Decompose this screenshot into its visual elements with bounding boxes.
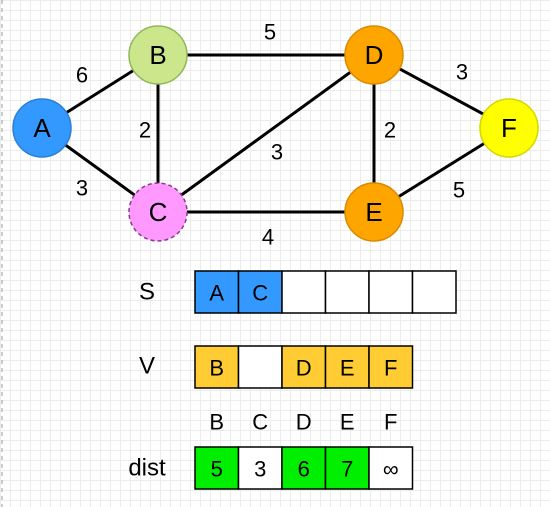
node-label: A bbox=[33, 113, 51, 143]
node-f: F bbox=[479, 98, 539, 158]
table-label-s: S bbox=[139, 279, 155, 306]
table-label-dist: dist bbox=[128, 455, 166, 482]
dist-header: F bbox=[384, 410, 397, 435]
node-label: C bbox=[149, 197, 168, 227]
table-cell-text: B bbox=[209, 356, 224, 381]
dist-header: B bbox=[209, 410, 224, 435]
edge-weight-c-e: 4 bbox=[262, 225, 274, 250]
table-cell bbox=[411, 270, 457, 314]
node-circle bbox=[128, 25, 188, 85]
table-cell bbox=[281, 270, 327, 314]
table-cell bbox=[194, 345, 240, 389]
table-cell-text: E bbox=[340, 356, 355, 381]
graph-nodes: A B C D E F bbox=[12, 25, 539, 242]
node-b: B bbox=[128, 25, 188, 85]
table-cell bbox=[368, 446, 414, 490]
node-e: E bbox=[344, 182, 404, 242]
table-cell-text: D bbox=[296, 356, 312, 381]
node-label: E bbox=[365, 197, 382, 227]
table-cell-text: ∞ bbox=[383, 457, 399, 482]
node-a: A bbox=[12, 98, 72, 158]
node-circle bbox=[344, 25, 404, 85]
graph-edge-labels: 6 3 2 5 3 4 2 3 5 bbox=[76, 20, 468, 250]
table-cell-text: F bbox=[384, 356, 397, 381]
edge-weight-a-b: 6 bbox=[76, 63, 88, 88]
table-cell bbox=[237, 270, 283, 314]
table-cell-text: 5 bbox=[211, 457, 223, 482]
edge-weight-b-d: 5 bbox=[264, 20, 276, 45]
table-cell-text: 7 bbox=[341, 457, 353, 482]
dist-header: E bbox=[340, 410, 355, 435]
edge-weight-c-d: 3 bbox=[271, 140, 283, 165]
node-circle bbox=[344, 182, 404, 242]
table-cell bbox=[281, 345, 327, 389]
edge-weight-d-e: 2 bbox=[384, 118, 396, 143]
table-cell bbox=[368, 270, 414, 314]
edge-weight-d-f: 3 bbox=[456, 60, 468, 85]
node-c: C bbox=[128, 182, 188, 242]
table-cell-text: A bbox=[209, 281, 224, 306]
table-cell-text: 6 bbox=[298, 457, 310, 482]
node-circle bbox=[479, 98, 539, 158]
node-label: F bbox=[501, 113, 517, 143]
edge-weight-a-c: 3 bbox=[76, 176, 88, 201]
table-cell bbox=[324, 270, 370, 314]
table-cell bbox=[324, 446, 370, 490]
dist-header: C bbox=[252, 410, 268, 435]
table-cell bbox=[237, 345, 283, 389]
table-cell bbox=[194, 270, 240, 314]
node-label: D bbox=[365, 40, 384, 70]
table-cell bbox=[281, 446, 327, 490]
table-label-v: V bbox=[139, 353, 155, 380]
table-cell bbox=[324, 345, 370, 389]
node-circle bbox=[12, 98, 72, 158]
table-dist: dist 5 3 6 7 ∞ B C D E F bbox=[128, 410, 414, 490]
edge-weight-e-f: 5 bbox=[453, 178, 465, 203]
edge-weight-b-c: 2 bbox=[139, 118, 151, 143]
graph-edges bbox=[41, 53, 510, 214]
dist-header: D bbox=[296, 410, 312, 435]
node-circle bbox=[128, 182, 188, 242]
node-d: D bbox=[344, 25, 404, 85]
table-cell-text: 3 bbox=[254, 457, 266, 482]
table-cell bbox=[368, 345, 414, 389]
node-label: B bbox=[149, 40, 166, 70]
table-cell-text: C bbox=[252, 281, 268, 306]
edge-c-d bbox=[157, 53, 375, 214]
